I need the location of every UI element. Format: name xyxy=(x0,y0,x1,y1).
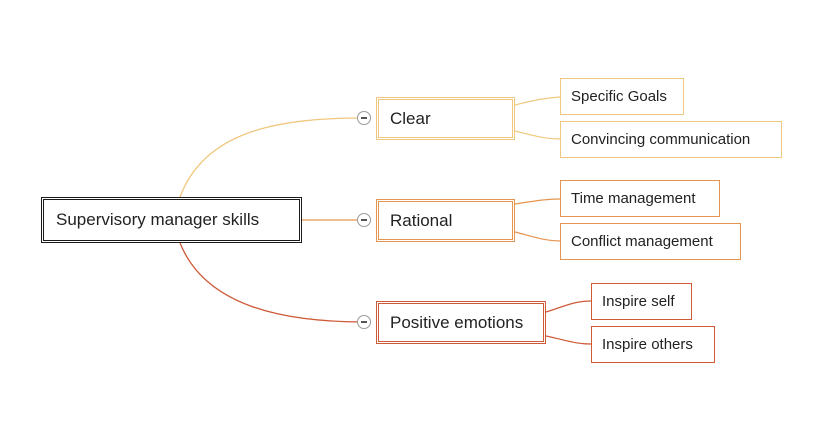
branch-label: Clear xyxy=(390,108,431,128)
collapse-toggle-icon[interactable] xyxy=(357,111,371,125)
connector-root-clear xyxy=(179,117,365,198)
connector-clear-convincing-communication xyxy=(514,130,561,140)
branch-topic-rational[interactable]: Rational xyxy=(376,199,515,242)
leaf-topic-conflict-management[interactable]: Conflict management xyxy=(560,223,741,260)
connector-rational-conflict-management xyxy=(514,231,561,242)
connector-clear-specific-goals xyxy=(514,96,561,106)
leaf-topic-time-management[interactable]: Time management xyxy=(560,180,720,217)
branch-label: Positive emotions xyxy=(390,312,524,332)
collapse-toggle-icon[interactable] xyxy=(357,213,371,227)
connector-positive-emotions-inspire-self xyxy=(545,300,592,313)
connector-root-positive-emotions xyxy=(179,242,365,323)
root-topic-label: Supervisory manager skills xyxy=(56,210,260,229)
leaf-topic-inspire-self[interactable]: Inspire self xyxy=(591,283,692,320)
leaf-topic-convincing-communication[interactable]: Convincing communication xyxy=(560,121,782,158)
leaf-topic-specific-goals[interactable]: Specific Goals xyxy=(560,78,684,115)
branch-topic-positive-emotions[interactable]: Positive emotions xyxy=(376,301,546,344)
leaf-topic-inspire-others[interactable]: Inspire others xyxy=(591,326,715,363)
leaf-label: Specific Goals xyxy=(571,88,667,105)
root-topic[interactable]: Supervisory manager skills xyxy=(41,197,302,243)
collapse-toggle-icon[interactable] xyxy=(357,315,371,329)
leaf-label: Inspire others xyxy=(602,336,693,353)
leaf-label: Conflict management xyxy=(571,233,713,250)
leaf-label: Time management xyxy=(571,190,696,207)
connector-rational-time-management xyxy=(514,198,561,205)
connector-positive-emotions-inspire-others xyxy=(545,335,592,345)
branch-label: Rational xyxy=(390,210,453,230)
branch-topic-clear[interactable]: Clear xyxy=(376,97,515,140)
leaf-label: Convincing communication xyxy=(571,131,751,148)
leaf-label: Inspire self xyxy=(602,293,675,310)
